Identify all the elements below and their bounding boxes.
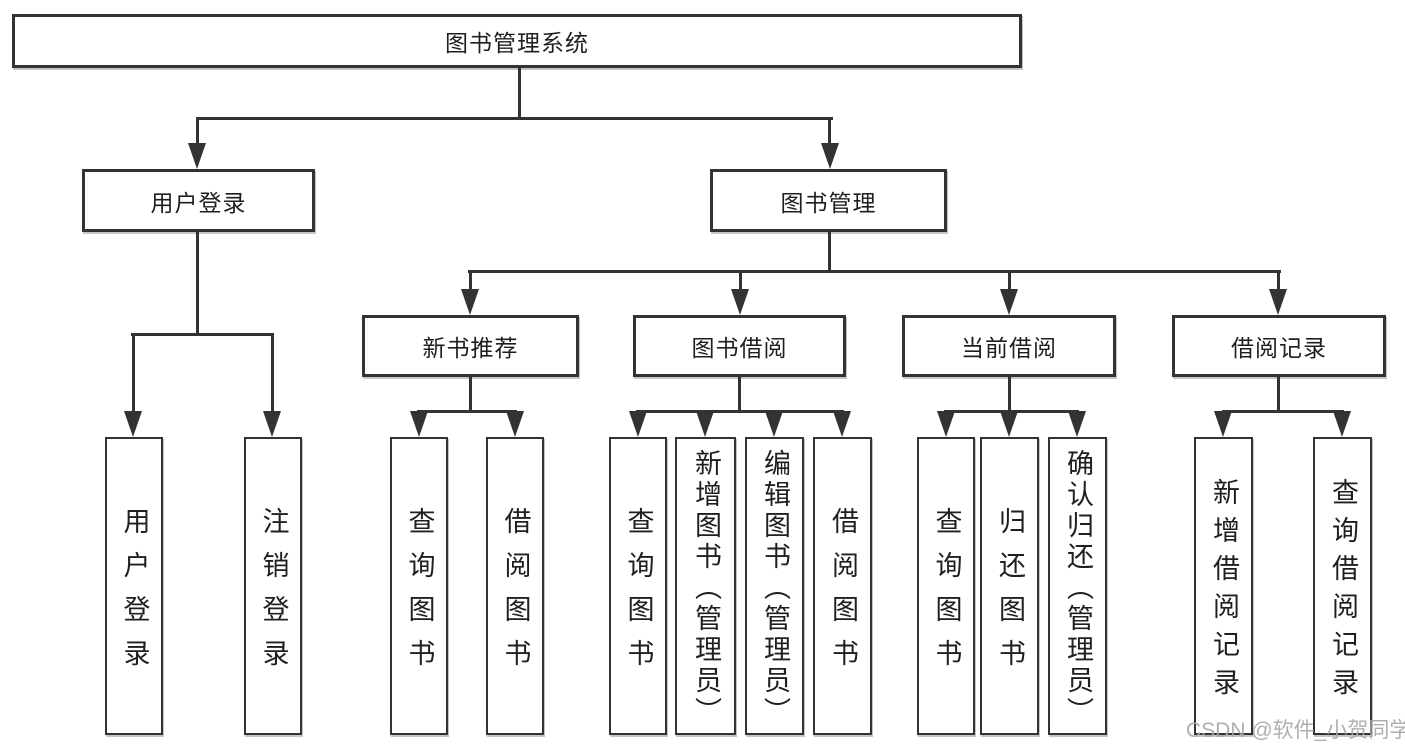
arrowhead-user-leaf1-icon xyxy=(124,411,142,437)
edge-l3-4-line xyxy=(1277,270,1280,292)
leaf-borrow-book-2: 借阅图书 xyxy=(813,437,872,735)
edge-user-stem xyxy=(196,232,199,335)
arrowhead-borrow-2-icon xyxy=(696,411,714,437)
node-current-borrow: 当前借阅 xyxy=(902,315,1116,377)
node-new-book-recommend-label: 新书推荐 xyxy=(422,335,519,361)
node-borrow-record: 借阅记录 xyxy=(1172,315,1386,377)
node-book-borrow: 图书借阅 xyxy=(633,315,846,377)
arrowhead-borrow-1-icon xyxy=(629,411,647,437)
edge-l3-1-line xyxy=(469,270,472,292)
leaf-query-book-3-label: 查询图书 xyxy=(931,506,962,683)
edge-book-rail xyxy=(468,270,1281,273)
leaf-add-book-admin-label: 新增图书（管理员） xyxy=(691,448,721,728)
edge-to-book-line xyxy=(828,117,831,146)
edge-l3-2-line xyxy=(739,270,742,292)
arrowhead-borrow-4-icon xyxy=(833,411,851,437)
leaf-edit-book-admin: 编辑图书（管理员） xyxy=(745,437,804,735)
edge-user-leaf1-line xyxy=(132,333,135,413)
leaf-logout-label: 注销登录 xyxy=(258,506,289,683)
edge-to-user-line xyxy=(196,117,199,146)
edge-recommend-stem xyxy=(469,377,472,412)
leaf-query-book-1-label: 查询图书 xyxy=(404,506,435,683)
arrowhead-l3-1-icon xyxy=(461,289,479,315)
node-book-management-label: 图书管理 xyxy=(780,189,877,216)
leaf-return-book: 归还图书 xyxy=(980,437,1039,735)
edge-record-stem xyxy=(1277,377,1280,412)
arrowhead-borrow-3-icon xyxy=(765,411,783,437)
edge-borrow-rail xyxy=(636,410,844,413)
node-root-label: 图书管理系统 xyxy=(445,30,589,56)
node-root: 图书管理系统 xyxy=(12,14,1022,68)
node-book-management: 图书管理 xyxy=(710,169,947,232)
leaf-query-book-1: 查询图书 xyxy=(390,437,448,735)
arrowhead-l3-4-icon xyxy=(1269,289,1287,315)
edge-user-leaf2-line xyxy=(271,333,274,413)
csdn-watermark: CSDN @软件_小贺同学 xyxy=(1186,719,1405,742)
arrowhead-to-user-icon xyxy=(188,143,206,169)
leaf-logout: 注销登录 xyxy=(244,437,302,735)
arrowhead-record-2-icon xyxy=(1333,411,1351,437)
leaf-confirm-return-admin: 确认归还（管理员） xyxy=(1048,437,1107,735)
leaf-add-borrow-record: 新增借阅记录 xyxy=(1194,437,1253,735)
leaf-user-login-label: 用户登录 xyxy=(119,506,150,683)
arrowhead-l3-3-icon xyxy=(1000,289,1018,315)
leaf-borrow-book-2-label: 借阅图书 xyxy=(828,506,858,683)
arrowhead-l3-2-icon xyxy=(731,289,749,315)
node-current-borrow-label: 当前借阅 xyxy=(961,335,1057,361)
edge-root-rail xyxy=(196,117,833,120)
edge-user-rail xyxy=(131,333,274,336)
edge-l3-3-line xyxy=(1008,270,1011,292)
leaf-add-book-admin: 新增图书（管理员） xyxy=(675,437,736,735)
node-user-login: 用户登录 xyxy=(82,169,315,232)
arrowhead-user-leaf2-icon xyxy=(263,411,281,437)
leaf-confirm-return-admin-label: 确认归还（管理员） xyxy=(1063,448,1093,728)
leaf-return-book-label: 归还图书 xyxy=(995,506,1025,683)
node-borrow-record-label: 借阅记录 xyxy=(1231,335,1327,361)
edge-root-stem xyxy=(518,68,521,119)
arrowhead-to-book-icon xyxy=(821,143,839,169)
leaf-borrow-book-1-label: 借阅图书 xyxy=(500,506,531,683)
node-user-login-label: 用户登录 xyxy=(150,189,247,216)
edge-current-stem xyxy=(1008,377,1011,412)
leaf-query-book-2: 查询图书 xyxy=(609,437,667,735)
leaf-edit-book-admin-label: 编辑图书（管理员） xyxy=(760,448,790,728)
node-book-borrow-label: 图书借阅 xyxy=(691,335,788,361)
leaf-query-borrow-record-label: 查询借阅记录 xyxy=(1328,477,1358,706)
edge-recommend-rail xyxy=(417,410,517,413)
arrowhead-current-3-icon xyxy=(1068,411,1086,437)
arrowhead-record-1-icon xyxy=(1214,411,1232,437)
edge-record-rail xyxy=(1222,410,1344,413)
leaf-query-borrow-record: 查询借阅记录 xyxy=(1313,437,1372,735)
arrowhead-recommend-2-icon xyxy=(506,411,524,437)
edge-borrow-stem xyxy=(738,377,741,412)
leaf-query-book-2-label: 查询图书 xyxy=(623,506,654,683)
arrowhead-current-1-icon xyxy=(937,411,955,437)
leaf-borrow-book-1: 借阅图书 xyxy=(486,437,544,735)
edge-book-stem xyxy=(828,232,831,273)
leaf-add-borrow-record-label: 新增借阅记录 xyxy=(1209,477,1239,706)
arrowhead-recommend-1-icon xyxy=(410,411,428,437)
leaf-query-book-3: 查询图书 xyxy=(917,437,975,735)
node-new-book-recommend: 新书推荐 xyxy=(362,315,579,377)
arrowhead-current-2-icon xyxy=(1000,411,1018,437)
leaf-user-login: 用户登录 xyxy=(105,437,163,735)
